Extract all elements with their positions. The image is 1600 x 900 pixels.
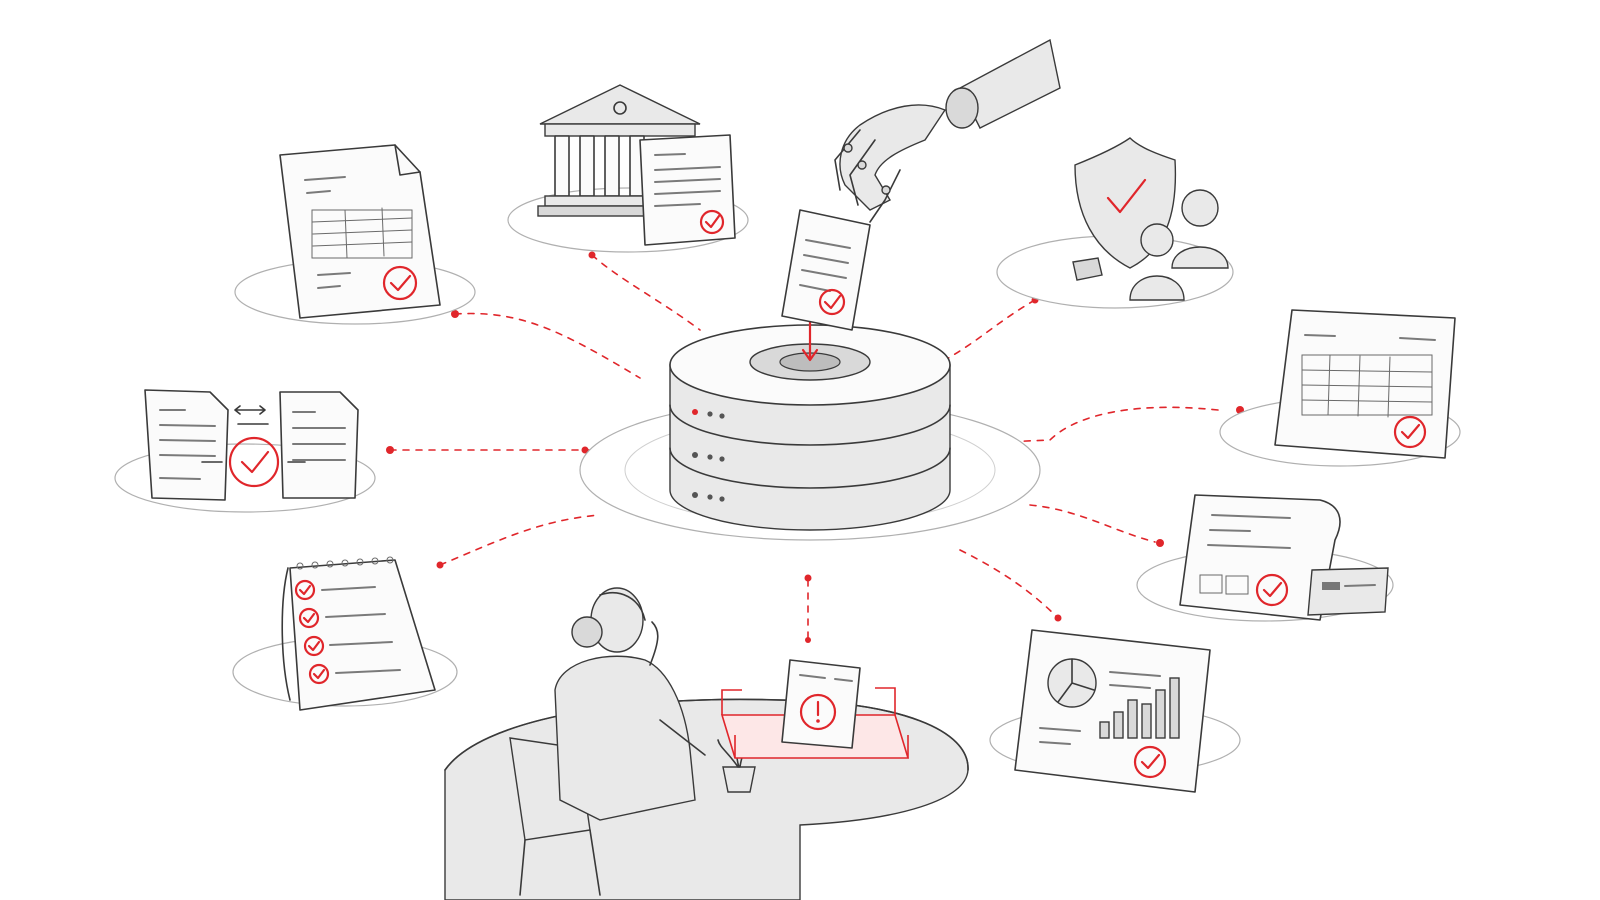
person-desk-alert-icon [444, 587, 969, 900]
bank-building-icon [507, 84, 749, 253]
robot-held-document [781, 209, 871, 331]
database-server-icon [579, 316, 1041, 541]
robot-hand-icon [781, 38, 1061, 331]
spreadsheet-check-icon [1219, 309, 1461, 467]
bank-statement-document [639, 134, 736, 246]
desk-plant [717, 737, 757, 793]
shield-check-users-icon [996, 137, 1234, 309]
alert-exclamation-icon [799, 693, 837, 731]
document-compare-icon [114, 389, 376, 513]
calendar-checklist-icon [232, 556, 458, 711]
alert-tray [720, 659, 910, 759]
document-check-icon [234, 144, 476, 325]
reviewer-person [554, 587, 706, 821]
chart-dashboard-icon [989, 629, 1241, 793]
receipt-credit-card-icon [1136, 494, 1394, 622]
